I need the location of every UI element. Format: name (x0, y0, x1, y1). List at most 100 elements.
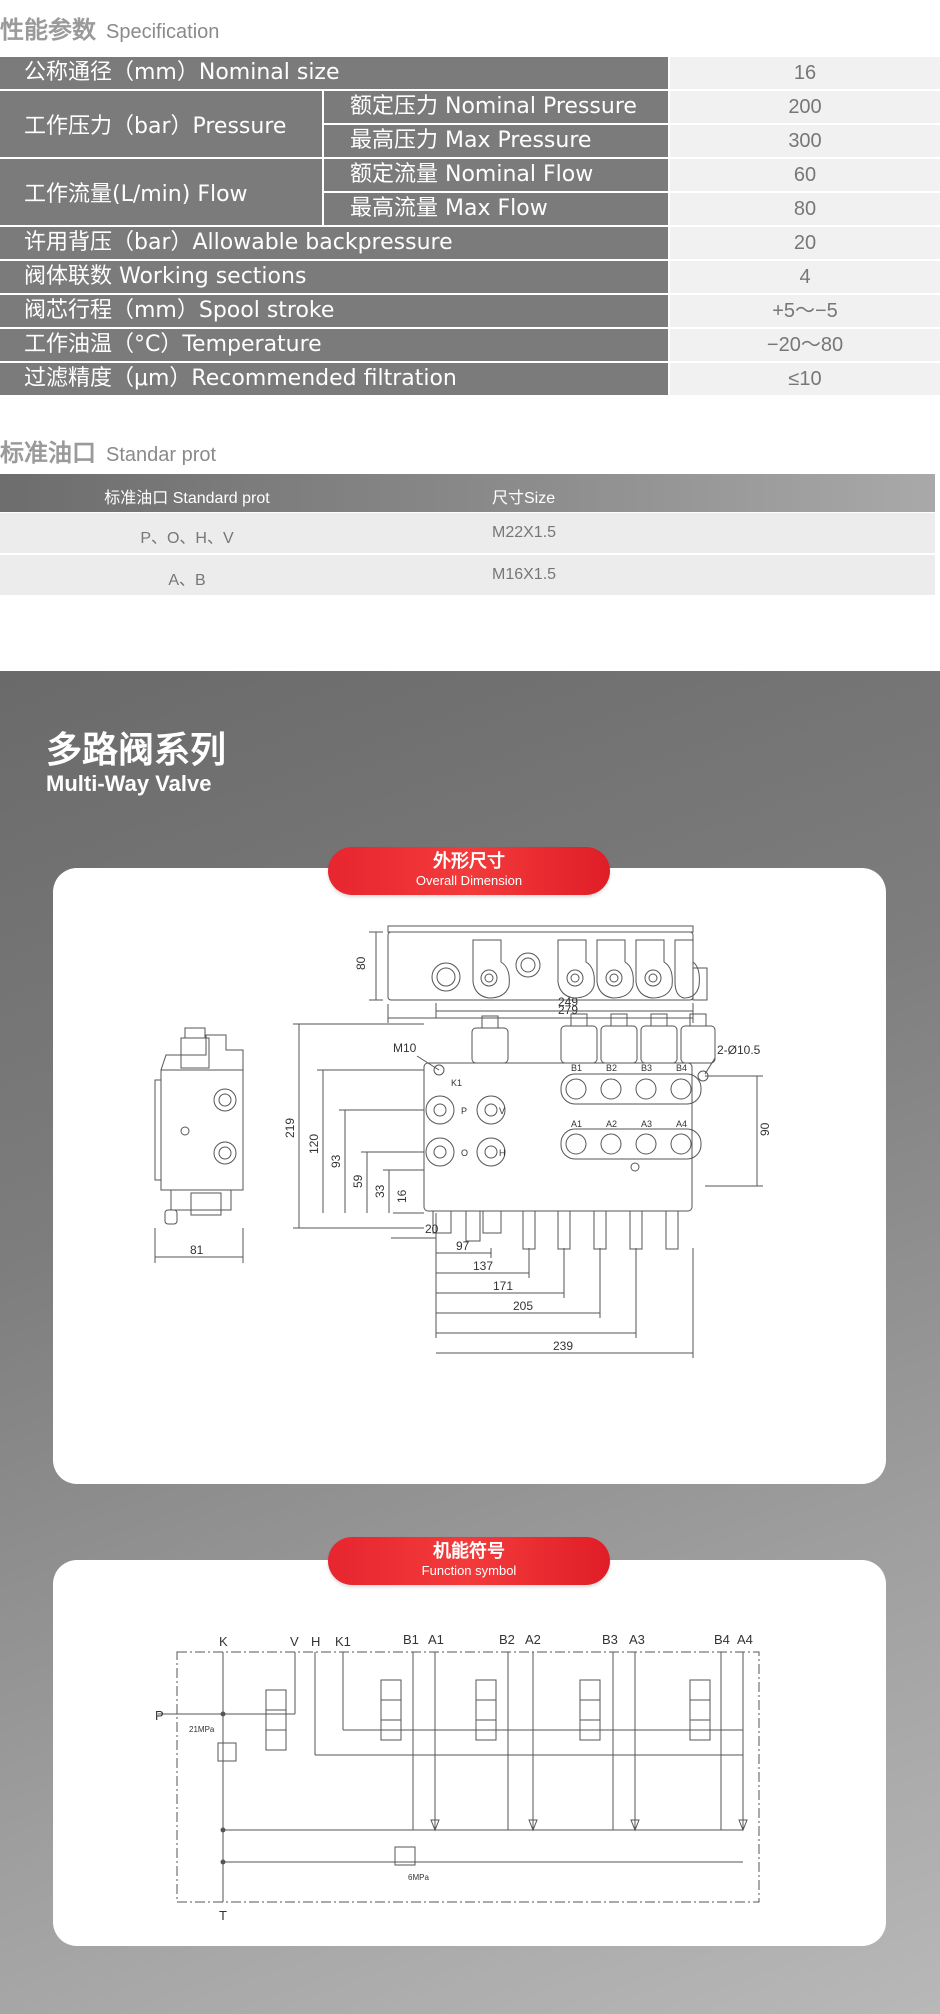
dimension-badge: 外形尺寸 Overall Dimension (328, 847, 610, 895)
ports-row: A、B M16X1.5 (0, 555, 935, 595)
spec-value: ≤10 (670, 363, 940, 395)
port-a1: A1 (571, 1119, 582, 1129)
port-o: O (461, 1148, 468, 1158)
sym-a3: A3 (629, 1632, 645, 1647)
ports-col-port: 标准油口 Standard prot (104, 490, 270, 507)
dim-249: 249 (558, 995, 578, 1009)
spec-row-stroke: 阀芯行程（mm）Spool stroke +5～−5 (0, 295, 940, 327)
spec-row-backpressure: 许用背压（bar）Allowable backpressure 20 (0, 227, 940, 259)
port-b3: B3 (641, 1063, 652, 1073)
dim-239: 239 (553, 1339, 573, 1353)
spec-value: 300 (670, 125, 940, 157)
spec-value: 60 (670, 159, 940, 191)
dimension-title-zh: 外形尺寸 (433, 851, 505, 872)
dim-hole: 2-Ø10.5 (717, 1043, 761, 1057)
dim-81: 81 (190, 1243, 204, 1257)
sym-a1: A1 (428, 1632, 444, 1647)
spec-row-nominal-size: 公称通径（mm）Nominal size 16 (0, 57, 940, 89)
dim-93: 93 (329, 1154, 343, 1168)
sym-relief: 21MPa (189, 1725, 215, 1734)
ports-table-header: 标准油口 Standard prot 尺寸Size (0, 474, 935, 512)
port-a4: A4 (676, 1119, 687, 1129)
spec-sub-label: 最高流量 Max Flow (324, 193, 668, 225)
spec-title-en: Specification (106, 21, 220, 43)
dim-205: 205 (513, 1299, 533, 1313)
dim-33: 33 (373, 1184, 387, 1198)
dim-80: 80 (354, 956, 368, 970)
spec-row-sections: 阀体联数 Working sections 4 (0, 261, 940, 293)
spec-label: 阀芯行程（mm）Spool stroke (0, 295, 668, 327)
dim-59: 59 (351, 1174, 365, 1188)
dimension-card: 80 279 81 (53, 868, 886, 1484)
ports-col-size: 尺寸Size (492, 490, 556, 507)
port-v: V (499, 1106, 505, 1116)
sym-p: P (155, 1708, 164, 1723)
spec-group-flow: 工作流量(L/min) Flow (0, 159, 322, 225)
dim-171: 171 (493, 1279, 513, 1293)
spec-sub-label: 额定压力 Nominal Pressure (324, 91, 668, 123)
ports-title-en: Standar prot (106, 444, 217, 466)
port-a3: A3 (641, 1119, 652, 1129)
spec-sub-label: 最高压力 Max Pressure (324, 125, 668, 157)
series-title-en: Multi-Way Valve (46, 771, 212, 796)
port-b2: B2 (606, 1063, 617, 1073)
sym-reducing: 6MPa (408, 1873, 429, 1882)
dimension-drawing: 80 279 81 (154, 925, 772, 1358)
dim-m10: M10 (393, 1041, 417, 1055)
spec-row-temperature: 工作油温（°C）Temperature −20～80 (0, 329, 940, 361)
sym-v: V (290, 1634, 299, 1649)
spec-row-filtration: 过滤精度（μm）Recommended filtration ≤10 (0, 363, 940, 395)
port-size: M16X1.5 (492, 566, 557, 583)
dim-219: 219 (283, 1118, 297, 1138)
spec-label: 阀体联数 Working sections (0, 261, 668, 293)
dim-20: 20 (425, 1222, 439, 1236)
spec-value: 80 (670, 193, 940, 225)
sym-b2: B2 (499, 1632, 515, 1647)
sym-a2: A2 (525, 1632, 541, 1647)
spec-sub-label: 额定流量 Nominal Flow (324, 159, 668, 191)
ports-title-zh: 标准油口 (0, 439, 96, 467)
spec-value: −20～80 (670, 329, 940, 361)
sym-k1: K1 (335, 1634, 351, 1649)
ports-title: 标准油口 Standar prot (0, 433, 216, 468)
port-size: M22X1.5 (492, 524, 557, 541)
spec-value: 200 (670, 91, 940, 123)
sym-b4: B4 (714, 1632, 730, 1647)
function-title-en: Function symbol (421, 1563, 517, 1578)
ports-row: P、O、H、V M22X1.5 (0, 513, 935, 553)
port-p: P (461, 1106, 467, 1116)
spec-value: 16 (670, 57, 940, 89)
spec-label: 公称通径（mm）Nominal size (0, 57, 668, 89)
series-title-zh: 多路阀系列 (46, 730, 227, 771)
port-name: P、O、H、V (140, 530, 234, 547)
dim-137: 137 (473, 1259, 493, 1273)
sym-k: K (219, 1634, 228, 1649)
spec-value: +5～−5 (670, 295, 940, 327)
dim-90: 90 (758, 1122, 772, 1136)
dimension-title-en: Overall Dimension (415, 873, 523, 888)
spec-label: 工作油温（°C）Temperature (0, 329, 668, 361)
spec-title: 性能参数 Specification (0, 10, 219, 45)
hydraulic-schematic: K V H K1 B1 A1 B2 A2 B3 A3 B4 A4 P T 21M… (155, 1632, 760, 1923)
port-a2: A2 (606, 1119, 617, 1129)
spec-group-pressure: 工作压力（bar）Pressure (0, 91, 322, 157)
function-badge: 机能符号 Function symbol (328, 1537, 610, 1585)
spec-value: 20 (670, 227, 940, 259)
sym-a4: A4 (737, 1632, 753, 1647)
top-view: 80 279 (354, 925, 708, 1023)
function-card: K V H K1 B1 A1 B2 A2 B3 A3 B4 A4 P T 21M… (53, 1560, 886, 1946)
spec-label: 过滤精度（μm）Recommended filtration (0, 363, 668, 395)
port-h: H (499, 1148, 506, 1158)
spec-title-zh: 性能参数 (0, 16, 96, 44)
side-view: 81 (154, 1027, 244, 1263)
dim-16: 16 (395, 1189, 409, 1203)
dim-97: 97 (456, 1239, 470, 1253)
sym-h: H (311, 1634, 320, 1649)
sym-t: T (219, 1908, 227, 1923)
sym-b3: B3 (602, 1632, 618, 1647)
port-k1: K1 (451, 1078, 462, 1088)
product-section: 多路阀系列 Multi-Way Valve (0, 671, 940, 2014)
port-b4: B4 (676, 1063, 687, 1073)
port-b1: B1 (571, 1063, 582, 1073)
dim-120: 120 (307, 1134, 321, 1154)
